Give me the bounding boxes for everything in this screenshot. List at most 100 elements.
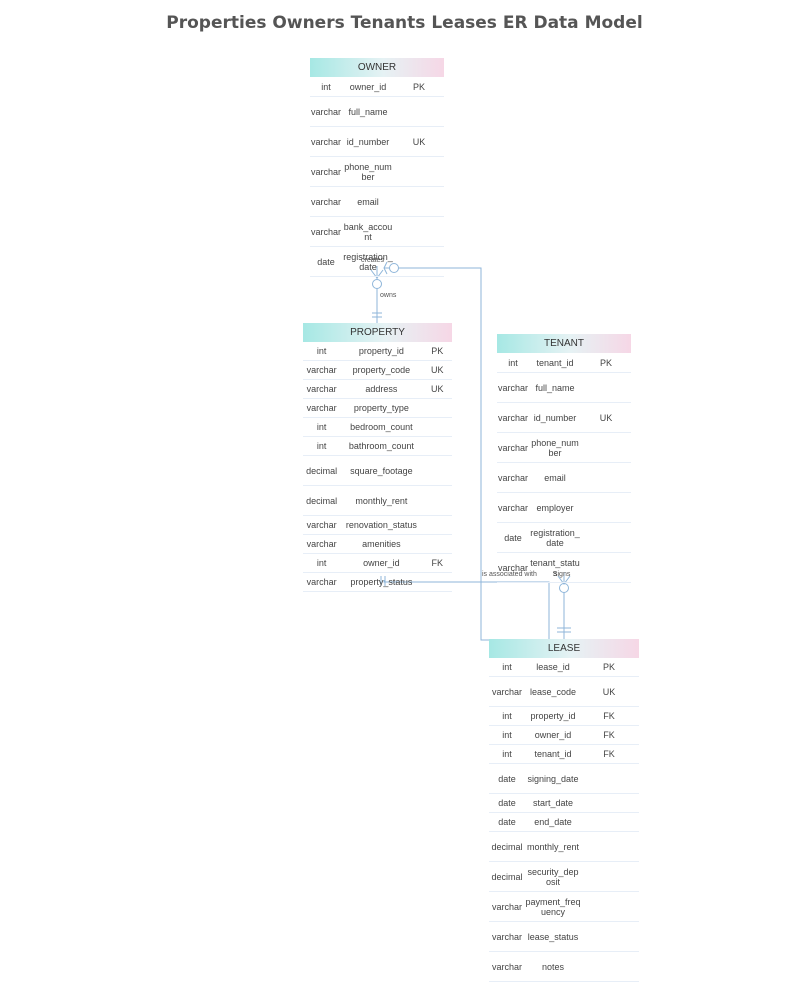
field-name: property_code	[352, 365, 411, 375]
field-name: monthly_rent	[526, 841, 580, 852]
field-type: varchar	[491, 961, 522, 972]
field-type: int	[502, 730, 512, 740]
field-type: date	[498, 773, 516, 784]
owns-zero-circle	[372, 279, 382, 289]
field-type: varchar	[306, 520, 337, 530]
field-key: UK	[602, 686, 616, 697]
field-type: varchar	[497, 442, 528, 453]
field-key: FK	[431, 558, 444, 568]
relationship-label-creates: creates	[361, 257, 384, 264]
lease-field-row: varchar notes	[489, 952, 639, 982]
property-field-row: decimal square_footage	[303, 456, 452, 486]
field-type: date	[498, 817, 516, 827]
tenant-entity-header: TENANT	[497, 334, 631, 353]
owner-field-row: int owner_id PK	[310, 77, 444, 97]
field-name: payment_frequency	[525, 896, 581, 917]
field-type: date	[498, 798, 516, 808]
field-name: security_deposit	[527, 866, 579, 887]
field-type: int	[502, 662, 512, 672]
field-type: int	[316, 558, 327, 568]
field-name: phone_number	[344, 161, 392, 182]
field-type: varchar	[310, 136, 341, 147]
creates-line	[384, 267, 491, 641]
relationship-label-signs: signs	[554, 571, 571, 578]
field-type: varchar	[306, 403, 337, 413]
field-key: UK	[431, 365, 444, 375]
field-name: property_status	[350, 577, 413, 587]
field-key: PK	[412, 81, 425, 92]
field-type: varchar	[306, 384, 337, 394]
field-type: int	[316, 346, 327, 356]
field-type: varchar	[491, 686, 522, 697]
field-key: PK	[602, 662, 615, 672]
field-type: varchar	[310, 196, 341, 207]
field-name: property_type	[353, 403, 409, 413]
field-name: email	[357, 196, 379, 207]
owns-crowfoot	[370, 269, 384, 279]
field-type: decimal	[491, 841, 523, 852]
field-name: square_footage	[350, 465, 413, 476]
field-key: PK	[431, 346, 444, 356]
field-type: int	[502, 711, 512, 721]
field-name: bedroom_count	[350, 422, 413, 432]
field-type: int	[321, 81, 331, 92]
field-type: date	[504, 532, 522, 543]
owner-field-row: varchar full_name	[310, 97, 444, 127]
field-type: int	[502, 749, 512, 759]
field-type: decimal	[306, 495, 338, 506]
field-type: varchar	[497, 502, 528, 513]
field-type: int	[316, 441, 327, 451]
field-type: varchar	[306, 365, 337, 375]
field-type: varchar	[497, 562, 528, 573]
field-name: full_name	[348, 106, 388, 117]
field-name: id_number	[533, 412, 577, 423]
field-type: varchar	[310, 166, 341, 177]
field-name: id_number	[346, 136, 390, 147]
field-name: property_id	[530, 711, 576, 721]
property-entity-header: PROPERTY	[303, 323, 452, 342]
associated-one-bars	[380, 576, 386, 586]
associated-line	[383, 580, 550, 640]
owns-one-bars	[372, 312, 382, 318]
field-type: int	[316, 422, 327, 432]
owner-field-row: varchar id_number UK	[310, 127, 444, 157]
field-type: int	[508, 357, 518, 368]
field-type: decimal	[306, 465, 338, 476]
field-name: end_date	[534, 817, 572, 827]
field-name: tenant_status	[530, 557, 580, 578]
field-name: registration_date	[530, 527, 580, 548]
field-name: owner_id	[349, 81, 387, 92]
field-name: lease_code	[529, 686, 577, 697]
relationship-label-is-associated-with: is associated with	[482, 571, 537, 578]
relationship-label-owns: owns	[380, 292, 397, 299]
field-key: PK	[599, 357, 612, 368]
field-key: UK	[412, 136, 426, 147]
field-name: monthly_rent	[355, 495, 408, 506]
field-type: varchar	[497, 472, 528, 483]
owner-field-row: varchar email	[310, 187, 444, 217]
field-type: varchar	[497, 412, 528, 423]
signs-zero-circle	[559, 583, 569, 593]
diagram-title: Properties Owners Tenants Leases ER Data…	[166, 13, 643, 33]
field-name: amenities	[362, 539, 401, 549]
field-name: address	[365, 384, 398, 394]
field-name: tenant_id	[534, 749, 572, 759]
field-name: notes	[541, 961, 565, 972]
field-type: varchar	[310, 106, 341, 117]
field-type: date	[317, 256, 335, 267]
